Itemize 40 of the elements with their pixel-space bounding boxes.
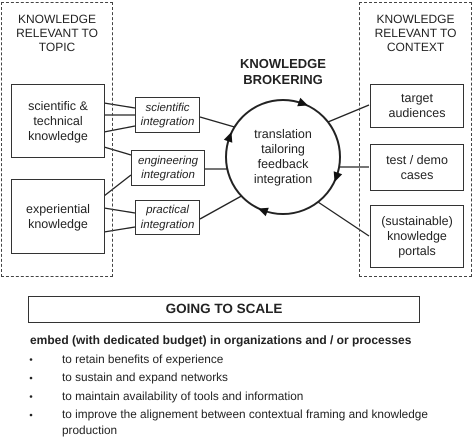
bullet-text: to retain benefits of experience [62, 350, 224, 366]
box-text: practical integration [140, 203, 196, 232]
process-box [11, 84, 105, 158]
connector-line [200, 195, 242, 220]
cycle-text: translation tailoring feedback integration [252, 127, 314, 187]
box-text: scientific & technical knowledge [27, 98, 89, 144]
banner-box [28, 296, 420, 323]
box-text: target audiences [388, 91, 446, 121]
group-heading: KNOWLEDGE RELEVANT TO TOPIC [15, 13, 99, 54]
process-box [11, 179, 105, 254]
process-box [370, 144, 464, 191]
connector-line [104, 125, 136, 133]
box-text: test / demo cases [385, 152, 449, 182]
connector-line [200, 116, 235, 128]
connector-line [318, 201, 370, 237]
box-text: scientific integration [140, 100, 196, 130]
connector-line [104, 226, 136, 233]
box-text: engineering integration [136, 154, 200, 182]
dashed-group-box [359, 2, 472, 277]
connector-line [339, 166, 369, 168]
box-text: (sustainable) knowledge portals [380, 214, 454, 259]
bullet-text: to maintain availability of tools and information [62, 388, 304, 404]
connector-line [205, 168, 228, 170]
connector-line [328, 104, 370, 123]
connector-line [104, 102, 136, 109]
dashed-group-box [1, 2, 113, 277]
heading: KNOWLEDGE BROKERING [239, 56, 327, 88]
process-box [370, 205, 464, 268]
bullet-text: to improve the alignement between contextual framing and knowledge production [62, 406, 429, 438]
box-text: GOING TO SCALE [166, 301, 282, 318]
note-text: embed (with dedicated budget) in organizations and / or processes [30, 332, 412, 349]
process-box [370, 84, 464, 128]
connector-line [104, 174, 132, 197]
connector-line [104, 146, 132, 156]
connector-line [104, 207, 136, 214]
process-box [131, 150, 205, 186]
group-heading: KNOWLEDGE RELEVANT TO CONTEXT [374, 13, 458, 54]
box-text: experiential knowledge [25, 202, 91, 232]
bullet-text: to sustain and expand networks [62, 369, 229, 385]
connector-line [104, 114, 135, 116]
